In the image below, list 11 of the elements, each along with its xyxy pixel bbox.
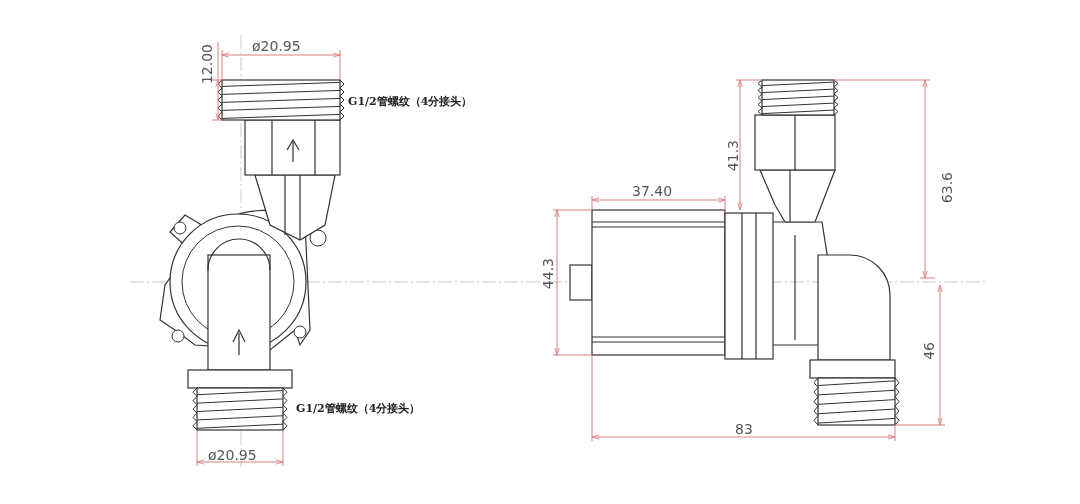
dimension-label: ø20.95 xyxy=(208,448,257,462)
dimension-label: 41.3 xyxy=(726,140,740,172)
thread-note: G1/2管螺纹（4分接头） xyxy=(348,96,473,107)
dimension-label: 46 xyxy=(922,342,936,360)
thread-note: G1/2管螺纹（4分接头） xyxy=(296,403,421,414)
dimension-label: 83 xyxy=(735,422,753,436)
dimension-label: 44.3 xyxy=(541,258,555,290)
dimension-label: ø20.95 xyxy=(252,39,301,53)
dimension-label: 12.00 xyxy=(200,44,214,85)
dimension-label: 63.6 xyxy=(940,172,954,204)
dimension-label: 37.40 xyxy=(632,184,673,198)
